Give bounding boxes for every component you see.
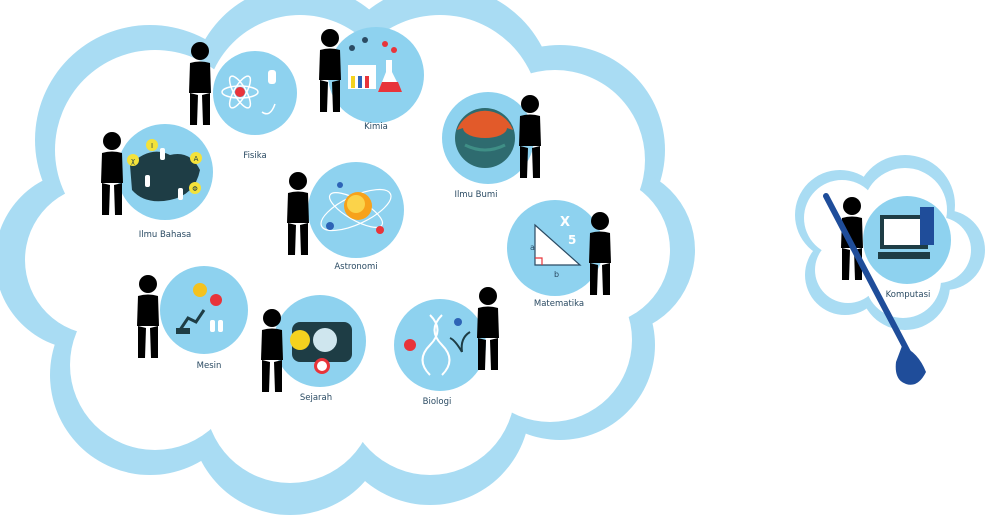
topic-fisika-circle: [213, 51, 297, 135]
math-5-text: 5: [568, 233, 576, 247]
bahasa-a-text: A: [194, 155, 199, 163]
paddle: [823, 193, 926, 385]
topic-astronomi: Astronomi: [287, 162, 404, 272]
math-b-text: b: [554, 270, 559, 279]
topic-sejarah: Sejarah: [261, 295, 366, 403]
topic-biologi-circle: [394, 299, 486, 391]
computer-icon: [878, 207, 934, 259]
gears-icon: [176, 283, 223, 334]
history-icon: [290, 322, 352, 374]
topic-astronomi-label: Astronomi: [334, 262, 377, 272]
language-map-icon: χ I A Φ: [127, 139, 202, 202]
topic-komputasi-label: Komputasi: [886, 290, 931, 300]
topic-ilmu-bumi-label: Ilmu Bumi: [454, 190, 497, 200]
topic-kimia: Kimia: [319, 27, 424, 132]
topic-matematika: a b X 5 Matematika: [507, 200, 611, 309]
topic-matematika-label: Matematika: [534, 299, 584, 309]
bahasa-phi-text: Φ: [192, 185, 198, 193]
bahasa-chi-text: χ: [131, 157, 135, 165]
topic-biologi-label: Biologi: [423, 397, 452, 407]
topic-ilmu-bahasa: χ I A Φ Ilmu Bahasa: [101, 124, 213, 240]
dna-icon: [404, 314, 471, 376]
bahasa-i-text: I: [151, 142, 153, 150]
topic-fisika: Fisika: [189, 42, 297, 161]
math-a-text: a: [530, 243, 535, 252]
topic-komputasi: Komputasi: [823, 193, 951, 385]
triangle-icon: a b X 5: [530, 215, 582, 279]
solar-system-icon: [320, 182, 392, 234]
topic-mesin: Mesin: [137, 266, 248, 371]
topic-mesin-label: Mesin: [197, 361, 222, 371]
topic-biologi: Biologi: [394, 287, 499, 407]
math-x-text: X: [560, 215, 570, 230]
topic-fisika-label: Fisika: [243, 151, 266, 161]
atom-icon: [221, 70, 276, 115]
topic-sejarah-label: Sejarah: [300, 393, 332, 403]
earth-icon: [455, 108, 515, 168]
flask-icon: [348, 37, 402, 92]
topic-ilmu-bahasa-label: Ilmu Bahasa: [139, 230, 192, 240]
topic-ilmu-bumi: Ilmu Bumi: [442, 92, 541, 200]
topic-kimia-label: Kimia: [364, 122, 388, 132]
